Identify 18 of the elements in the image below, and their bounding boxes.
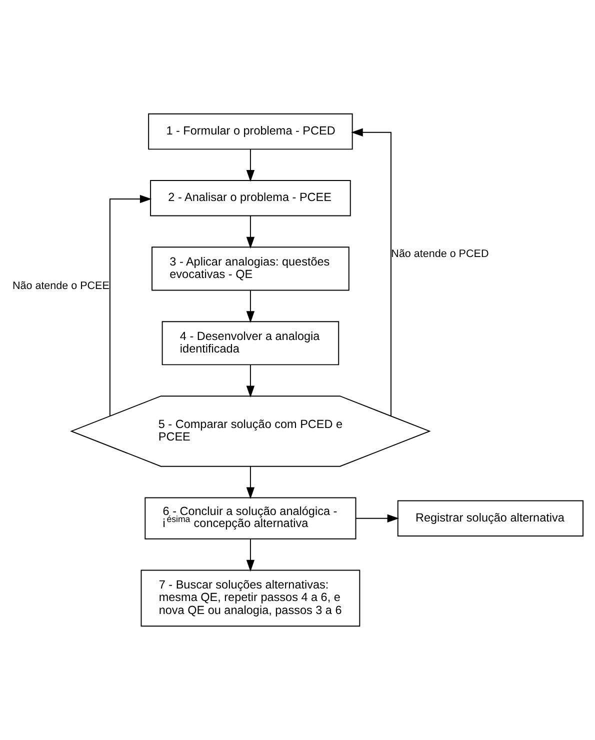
edge-label: Não atende o PCED xyxy=(391,248,489,260)
arrow xyxy=(246,148,255,182)
arrow xyxy=(356,514,400,522)
arrow xyxy=(351,128,392,416)
arrow xyxy=(246,538,255,572)
node-box: 2 - Analisar o problema - PCEE xyxy=(150,180,351,216)
arrow xyxy=(246,215,255,249)
node-box: 1 - Formular o problema - PCED xyxy=(148,113,353,150)
arrow xyxy=(246,466,255,500)
arrow xyxy=(109,194,152,416)
arrow xyxy=(246,364,255,398)
node-box: 3 - Aplicar analogias: questões evocativas - QE xyxy=(152,246,350,291)
node-box: 6 - Concluir a solução analógica - i$^{ésima}$ concepção alternativa xyxy=(144,497,356,540)
node-box: Registrar solução alternativa xyxy=(397,500,584,536)
node-box: 4 - Desenvolver a analogia identificada xyxy=(162,321,340,366)
edge-label: Não atende o PCEE xyxy=(12,280,110,292)
node-box: 7 - Buscar soluções alternativas: mesma QE, repetir passos 4 a 6, e nova QE ou analogia, passos 3 a 6 xyxy=(140,570,360,627)
arrow xyxy=(246,290,255,323)
